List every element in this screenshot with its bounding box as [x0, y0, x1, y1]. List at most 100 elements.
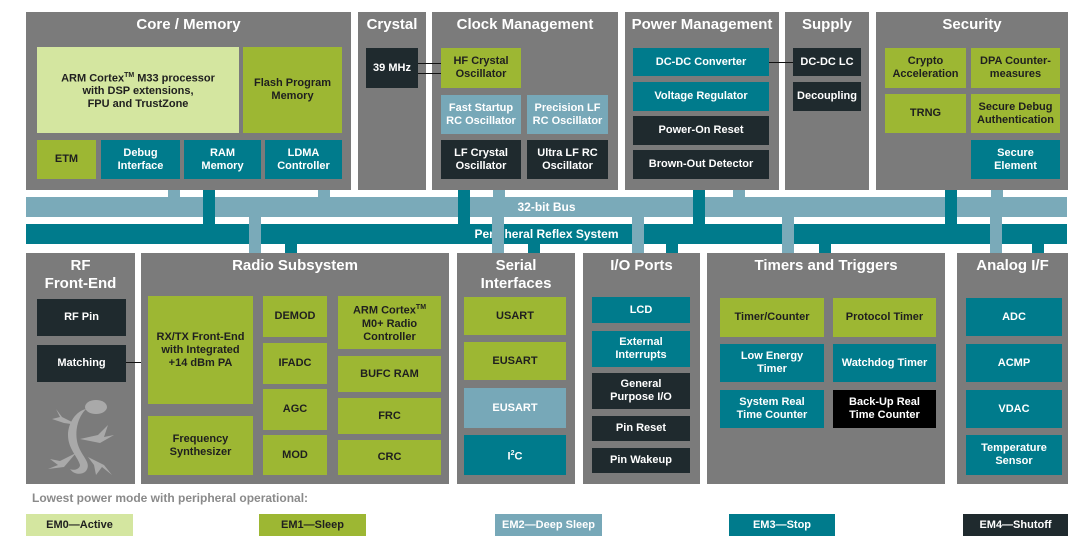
ultra-lf-block: Ultra LF RC Oscillator [527, 140, 608, 179]
precision-lf-block: Precision LF RC Oscillator [527, 95, 608, 134]
cpu-block: ARM CortexTM M33 processor with DSP exte… [37, 47, 239, 133]
connector [632, 217, 644, 253]
legend-title: Lowest power mode with peripheral operat… [32, 491, 309, 505]
crypto-block: Crypto Acceleration [885, 48, 966, 88]
agc-block: AGC [263, 389, 327, 430]
gpio-block: General Purpose I/O [592, 373, 690, 409]
cpu-line2: with DSP extensions, [82, 85, 194, 98]
connector [318, 190, 330, 197]
rf-frontend-title: RF Front-End [44, 257, 117, 292]
crystal-wire-bottom [418, 73, 441, 74]
bufc-ram-block: BUFC RAM [338, 356, 441, 392]
trng-block: TRNG [885, 94, 966, 133]
bus-32bit: 32-bit Bus [26, 197, 1067, 217]
eusart-em2-block: EUSART [464, 388, 566, 428]
ldma-block: LDMA Controller [265, 140, 342, 179]
core-memory-title: Core / Memory [136, 16, 241, 33]
security-title: Security [942, 16, 1002, 33]
decoupling-block: Decoupling [793, 82, 861, 111]
connector [991, 190, 1003, 197]
rf-pin-block: RF Pin [37, 299, 126, 336]
dpa-block: DPA Counter- measures [971, 48, 1060, 88]
crystal-39mhz-block: 39 MHz [366, 48, 418, 88]
io-ports-title: I/O Ports [610, 257, 673, 274]
arm-m0-block: ARM CortexTM M0+ Radio Controller [338, 296, 441, 349]
legend-em1: EM1—Sleep [259, 514, 366, 536]
connector [1032, 244, 1044, 253]
eusart-em1-block: EUSART [464, 342, 566, 380]
letimer-block: Low Energy Timer [720, 344, 824, 382]
adc-block: ADC [966, 298, 1062, 336]
usart-block: USART [464, 297, 566, 335]
analog-title: Analog I/F [976, 257, 1049, 274]
bod-block: Brown-Out Detector [633, 150, 769, 179]
por-block: Power-On Reset [633, 116, 769, 145]
connector [285, 244, 297, 253]
connector [782, 217, 794, 253]
demod-block: DEMOD [263, 296, 327, 337]
debug-block: Debug Interface [101, 140, 180, 179]
secure-element-block: Secure Element [971, 140, 1060, 179]
gecko-logo-icon [48, 400, 114, 475]
connector [693, 190, 705, 224]
connector [458, 190, 470, 224]
bus-32bit-label: 32-bit Bus [517, 200, 576, 214]
legend-em3: EM3—Stop [729, 514, 835, 536]
vdac-block: VDAC [966, 390, 1062, 428]
dcdc-block: DC-DC Converter [633, 48, 769, 76]
ext-interrupts-block: External Interrupts [592, 331, 690, 367]
connector [168, 190, 180, 197]
sysrtc-block: System Real Time Counter [720, 390, 824, 428]
protocol-timer-block: Protocol Timer [833, 298, 936, 337]
connector [990, 217, 1002, 253]
connector [528, 244, 540, 253]
acmp-block: ACMP [966, 344, 1062, 382]
connector [666, 244, 678, 253]
txrx-frontend-block: RX/TX Front-End with Integrated +14 dBm … [148, 296, 253, 404]
supply-title: Supply [801, 16, 852, 33]
frc-block: FRC [338, 398, 441, 434]
clock-title: Clock Management [456, 16, 594, 33]
burtc-block: Back-Up Real Time Counter [833, 390, 936, 428]
cpu-line1: ARM CortexTM M33 processor [61, 71, 215, 85]
mod-block: MOD [263, 435, 327, 475]
legend-em0: EM0—Active [26, 514, 133, 536]
connector [733, 190, 745, 197]
power-title: Power Management [631, 16, 773, 33]
i2c-block: I2C [464, 435, 566, 475]
crystal-title: Crystal [366, 16, 418, 33]
legend-em2: EM2—Deep Sleep [495, 514, 602, 536]
flash-block: Flash Program Memory [243, 47, 342, 133]
crystal-panel: Crystal [358, 12, 426, 190]
matching-block: Matching [37, 345, 126, 382]
hf-crystal-block: HF Crystal Oscillator [441, 48, 521, 88]
watchdog-block: Watchdog Timer [833, 344, 936, 382]
rf-wire [126, 362, 148, 363]
temp-sensor-block: Temperature Sensor [966, 435, 1062, 475]
ifadc-block: IFADC [263, 343, 327, 384]
radio-subsystem-title: Radio Subsystem [232, 257, 358, 274]
legend-em4: EM4—Shutoff [963, 514, 1068, 536]
pin-reset-block: Pin Reset [592, 416, 690, 441]
fast-startup-block: Fast Startup RC Oscillator [441, 95, 521, 134]
lf-crystal-block: LF Crystal Oscillator [441, 140, 521, 179]
timer-counter-block: Timer/Counter [720, 298, 824, 337]
freq-synth-block: Frequency Synthesizer [148, 416, 253, 475]
vreg-block: Voltage Regulator [633, 82, 769, 111]
dcdc-lc-block: DC-DC LC [793, 48, 861, 76]
secure-debug-block: Secure Debug Authentication [971, 94, 1060, 133]
lcd-block: LCD [592, 297, 690, 323]
crc-block: CRC [338, 440, 441, 475]
connector [493, 190, 505, 197]
connector [203, 190, 215, 224]
etm-block: ETM [37, 140, 96, 179]
ram-block: RAM Memory [184, 140, 261, 179]
i2c-label: I2C [507, 449, 523, 463]
peripheral-reflex-label: Peripheral Reflex System [474, 227, 619, 241]
connector [249, 217, 261, 253]
dcdc-wire [769, 62, 793, 63]
peripheral-reflex-bus: Peripheral Reflex System [26, 224, 1067, 244]
serial-interfaces-title: Serial Interfaces [480, 257, 552, 292]
arm-m0-line1: ARM CortexTM [352, 304, 427, 317]
connector [945, 190, 957, 224]
